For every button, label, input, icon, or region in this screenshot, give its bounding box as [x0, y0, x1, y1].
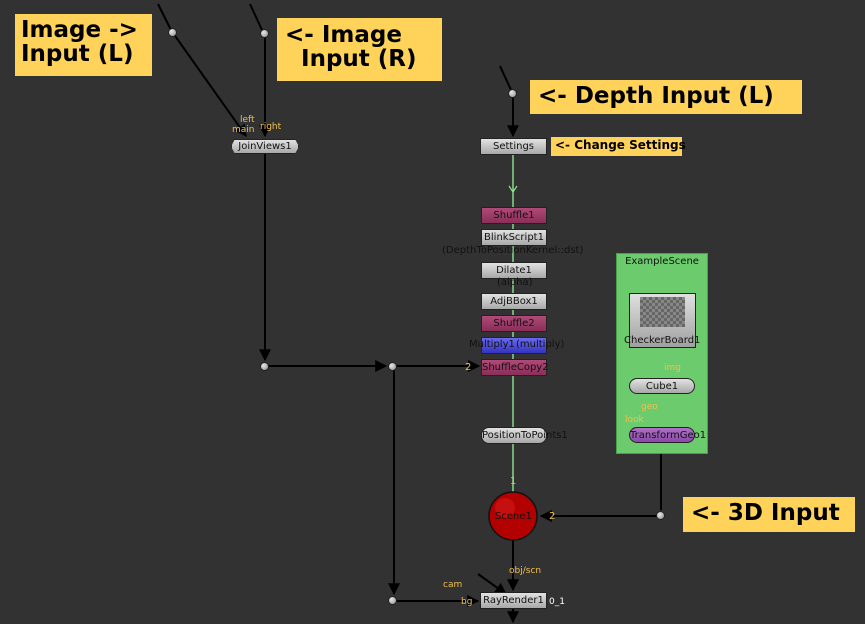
edge-stub-cam: [477, 573, 507, 595]
sticky-settings[interactable]: <- Change Settings: [551, 137, 686, 156]
input-dot-image-right[interactable]: [260, 29, 269, 38]
label-transform-geo: geo: [641, 402, 658, 412]
input-dot-3d[interactable]: [656, 511, 665, 520]
label-shufflecopy-2: 2: [465, 362, 472, 373]
label-scene-1: 1: [510, 476, 517, 487]
label-right: right: [260, 122, 282, 132]
node-blinkscript[interactable]: BlinkScript1: [481, 229, 547, 246]
label-scene-2: 2: [549, 511, 556, 522]
edge-stub-left: [157, 3, 172, 31]
sticky-image-right[interactable]: <- Image Input (R): [277, 18, 442, 81]
label-cam: cam: [443, 580, 463, 590]
label-main: main: [232, 125, 255, 135]
node-checkerboard[interactable]: [629, 293, 696, 348]
multiply-label: Multiply1: [469, 339, 515, 350]
scene-label: Scene1: [495, 511, 532, 522]
sticky-image-left[interactable]: Image -> Input (L): [15, 14, 152, 76]
label-scene-out: obj/scn: [509, 566, 542, 576]
node-rayrender[interactable]: RayRender1: [480, 592, 547, 609]
dot-join[interactable]: [260, 362, 269, 371]
label-cube-img: img: [664, 363, 681, 373]
label-left: left: [240, 115, 255, 125]
backdrop-label: ExampleScene: [625, 256, 699, 267]
node-cube[interactable]: Cube1: [629, 378, 695, 394]
node-shuffle1[interactable]: Shuffle1: [481, 207, 547, 224]
edge-left-to-joinviews: [172, 32, 247, 137]
multiply-subtitle: (multiply): [516, 339, 565, 350]
edge-stub-depth: [499, 65, 512, 91]
label-transform-look: look: [625, 415, 644, 425]
node-settings[interactable]: Settings: [480, 138, 547, 155]
node-shuffle2[interactable]: Shuffle2: [481, 315, 547, 332]
node-dilate[interactable]: Dilate1: [481, 262, 547, 279]
sticky-3d[interactable]: <- 3D Input: [683, 497, 855, 532]
node-multiply[interactable]: [481, 337, 547, 354]
sticky-depth[interactable]: <- Depth Input (L): [530, 80, 802, 114]
dot-bg[interactable]: [388, 596, 397, 605]
label-bg: bg: [461, 597, 473, 607]
dilate-subtitle: (alpha): [497, 277, 533, 288]
node-joinviews[interactable]: JoinViews1: [231, 139, 299, 154]
blinkscript-subtitle: (DepthToPositionKernel::dst): [442, 245, 584, 256]
checkerboard-thumbnail: [640, 297, 685, 327]
backdrop-examplescene[interactable]: ExampleScene: [616, 253, 708, 454]
node-positiontopoints[interactable]: PositionToPoints1: [481, 427, 568, 444]
dot-split[interactable]: [388, 362, 397, 371]
checkerboard-label: CheckerBoard1: [624, 335, 701, 346]
edge-stub-right: [249, 3, 263, 31]
node-shufflecopy[interactable]: ShuffleCopy2: [481, 359, 549, 376]
node-transformgeo[interactable]: TransformGeo1: [629, 427, 706, 443]
input-dot-depth[interactable]: [508, 89, 517, 98]
node-adjbbox[interactable]: AdjBBox1: [481, 293, 547, 310]
input-dot-image-left[interactable]: [168, 28, 177, 37]
label-rayrender-range: 0_1: [549, 597, 565, 607]
